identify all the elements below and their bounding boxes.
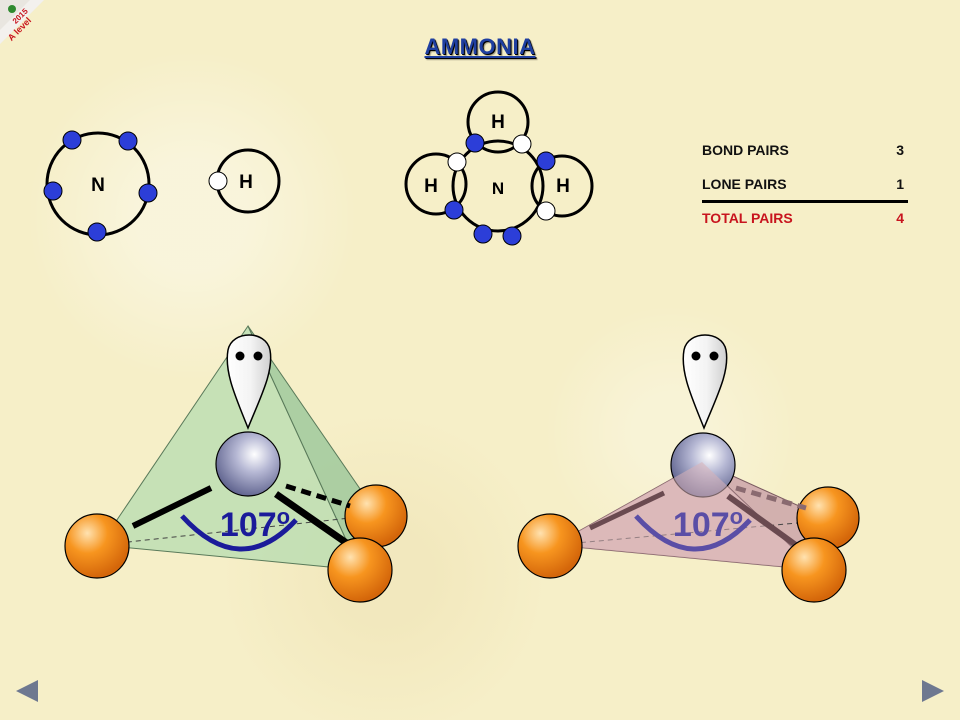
badge-leaf-icon: [8, 5, 16, 13]
pyramid-face-front: [554, 462, 816, 570]
nitrogen-label: N: [91, 175, 105, 196]
electron-h: [512, 134, 532, 154]
degree-sign: o: [730, 504, 743, 529]
h-shell-top: [466, 90, 530, 154]
hydrogen-ball: [517, 513, 583, 579]
pairs-value: 1: [896, 176, 904, 192]
h-label-right: H: [556, 176, 570, 197]
electron-h: [536, 201, 556, 221]
electron-h: [447, 152, 467, 172]
electron: [502, 226, 522, 246]
h-label-top: H: [491, 112, 505, 133]
bond-front: [274, 491, 350, 547]
bond-left: [131, 485, 213, 529]
electron-h: [208, 171, 228, 191]
ammonia-dot-cross: H H H N: [404, 90, 594, 246]
electron: [62, 130, 82, 150]
hydrogen-ball: [781, 537, 847, 603]
n-shell: [451, 139, 545, 233]
pairs-row-total: TOTAL PAIRS 4: [702, 210, 912, 244]
hydrogen-ball: [64, 513, 130, 579]
pairs-value: 3: [896, 142, 904, 158]
badge-band: [0, 0, 44, 44]
electron: [536, 151, 556, 171]
hydrogen-ball-back: [344, 484, 408, 548]
hydrogen-label: H: [239, 172, 253, 193]
electron: [444, 200, 464, 220]
electron: [465, 133, 485, 153]
pairs-row-lone: LONE PAIRS 1: [702, 176, 912, 210]
h-label-left: H: [424, 176, 438, 197]
pairs-table: BOND PAIRS 3 LONE PAIRS 1 TOTAL PAIRS 4: [702, 142, 912, 244]
prev-slide-icon[interactable]: [16, 680, 38, 702]
bond-angle-label: 107o: [220, 504, 290, 544]
electron: [118, 131, 138, 151]
lone-pair-dot: [709, 351, 719, 361]
base-edge-dashed: [99, 514, 379, 546]
lone-pair-lobe: [682, 334, 728, 431]
page-title: AMMONIA: [424, 34, 536, 59]
bond-back-dashed: [285, 483, 351, 509]
electron: [43, 181, 63, 201]
lone-pair-dot: [253, 351, 263, 361]
hydrogen-atom: H: [208, 148, 281, 214]
nitrogen-ball: [215, 431, 281, 497]
pairs-value: 4: [896, 210, 904, 226]
lone-pair-dot: [235, 351, 245, 361]
tetrahedral-model: 107o: [64, 324, 408, 603]
pairs-label: TOTAL PAIRS: [702, 210, 793, 226]
next-slide-icon[interactable]: [922, 680, 944, 702]
bond-angle-arc: [180, 514, 298, 552]
degree-sign: o: [277, 504, 290, 529]
pairs-row-bond: BOND PAIRS 3: [702, 142, 912, 176]
nitrogen-atom: N: [43, 130, 158, 242]
bond-back-dashed: [735, 485, 807, 511]
pairs-label: BOND PAIRS: [702, 142, 789, 158]
bond-front: [726, 493, 802, 551]
table-divider: [702, 200, 908, 203]
pyramidal-model: 107o: [517, 334, 860, 603]
lone-pair-dot: [691, 351, 701, 361]
h-shell-left: [404, 152, 468, 216]
electron: [138, 183, 158, 203]
bond-angle-arc: [634, 514, 752, 552]
n-label: N: [492, 179, 504, 198]
electron: [473, 224, 493, 244]
bond-left: [588, 490, 666, 531]
bond-angle-label: 107o: [673, 504, 743, 544]
hydrogen-ball: [327, 537, 393, 603]
electron: [87, 222, 107, 242]
pairs-label: LONE PAIRS: [702, 176, 787, 192]
h-shell-right: [530, 154, 594, 218]
